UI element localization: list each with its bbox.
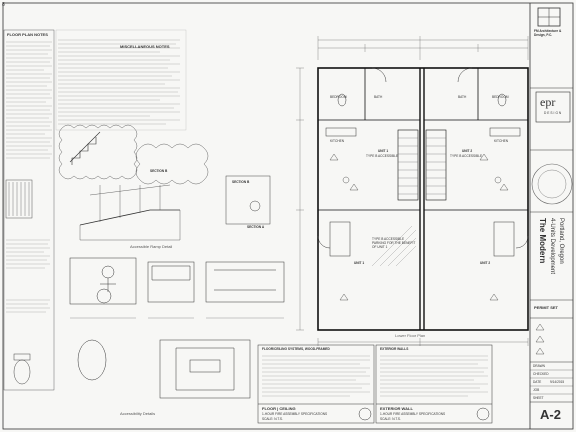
floor-ceiling-scale: SCALE: N.T.S. <box>262 417 283 421</box>
firm2-logo: epr <box>540 95 556 109</box>
misc-notes-heading: MISCELLANEOUS NOTES <box>120 44 170 49</box>
stair-detail-label: Accessible Ramp Detail <box>130 244 173 249</box>
unit1-upper-label: UNIT 1 <box>378 149 389 153</box>
sheet-label: SHEET <box>533 396 544 400</box>
section-b2-label: SECTION B <box>232 180 250 184</box>
unit2-upper-label: UNIT 2 <box>462 149 473 153</box>
permit-set-label: PERMIT SET <box>534 305 559 310</box>
project-location: Portland, Oregon <box>558 218 564 264</box>
kitchen2-label: KITCHEN <box>494 139 508 143</box>
bath2-label: BATH <box>458 95 467 99</box>
firm-name: FM Architecture & Design, P.C. <box>534 29 562 37</box>
checked-label: CHECKED <box>533 372 549 376</box>
date-value: 9/14/2015 <box>550 380 565 384</box>
bedroom2-label: BEDROOM <box>492 95 509 99</box>
date-label: DATE <box>533 380 542 384</box>
sheet-title-plan: Lower Floor Plan <box>395 333 426 338</box>
unit1-upper-sub: TYPE B ACCESSIBLE <box>366 154 399 158</box>
unit1-lower-label: UNIT 1 <box>354 261 365 265</box>
sheet-id: A-2 <box>540 407 561 422</box>
kitchen1-label: KITCHEN <box>330 139 344 143</box>
exterior-wall-title: EXTERIOR WALL <box>380 406 413 411</box>
section-b-label: SECTION B <box>150 169 168 173</box>
floor-plan-notes-heading: FLOOR PLAN NOTES <box>7 32 48 37</box>
floor-ceiling-title: FLOOR | CEILING <box>262 406 296 411</box>
exterior-wall-scale: SCALE: N.T.S. <box>380 417 401 421</box>
drawn-label: DRAWN <box>533 364 545 368</box>
bedroom1-label: BEDROOM <box>330 95 347 99</box>
unit2-lower-label: UNIT 2 <box>480 261 491 265</box>
floor-ceiling-subtitle: 1-HOUR FIRE ASSEMBLY SPECIFICATIONS <box>262 412 328 416</box>
exterior-wall-subtitle: 1-HOUR FIRE ASSEMBLY SPECIFICATIONS <box>380 412 446 416</box>
job-label: JOB <box>533 388 540 392</box>
project-sub: 4-Units Development <box>549 218 555 275</box>
unit2-upper-sub: TYPE B ACCESSIBLE <box>450 154 483 158</box>
section-a-label: SECTION A <box>247 225 265 229</box>
project-name: The Modern <box>538 218 547 264</box>
sheet-corner-number: 8 <box>2 2 5 8</box>
exterior-head: EXTERIOR WALLS <box>380 347 409 351</box>
firm2-sub: DESIGN <box>544 111 563 115</box>
floor-ceiling-head: FLOOR/CEILING SYSTEMS, WOOD-FRAMED <box>262 347 330 351</box>
parking-note: TYPE B ACCESSIBLE PARKING FOR THE BENEFI… <box>372 237 416 249</box>
bath1-label: BATH <box>374 95 383 99</box>
accessibility-details-label: Accessibility Details <box>120 411 156 416</box>
